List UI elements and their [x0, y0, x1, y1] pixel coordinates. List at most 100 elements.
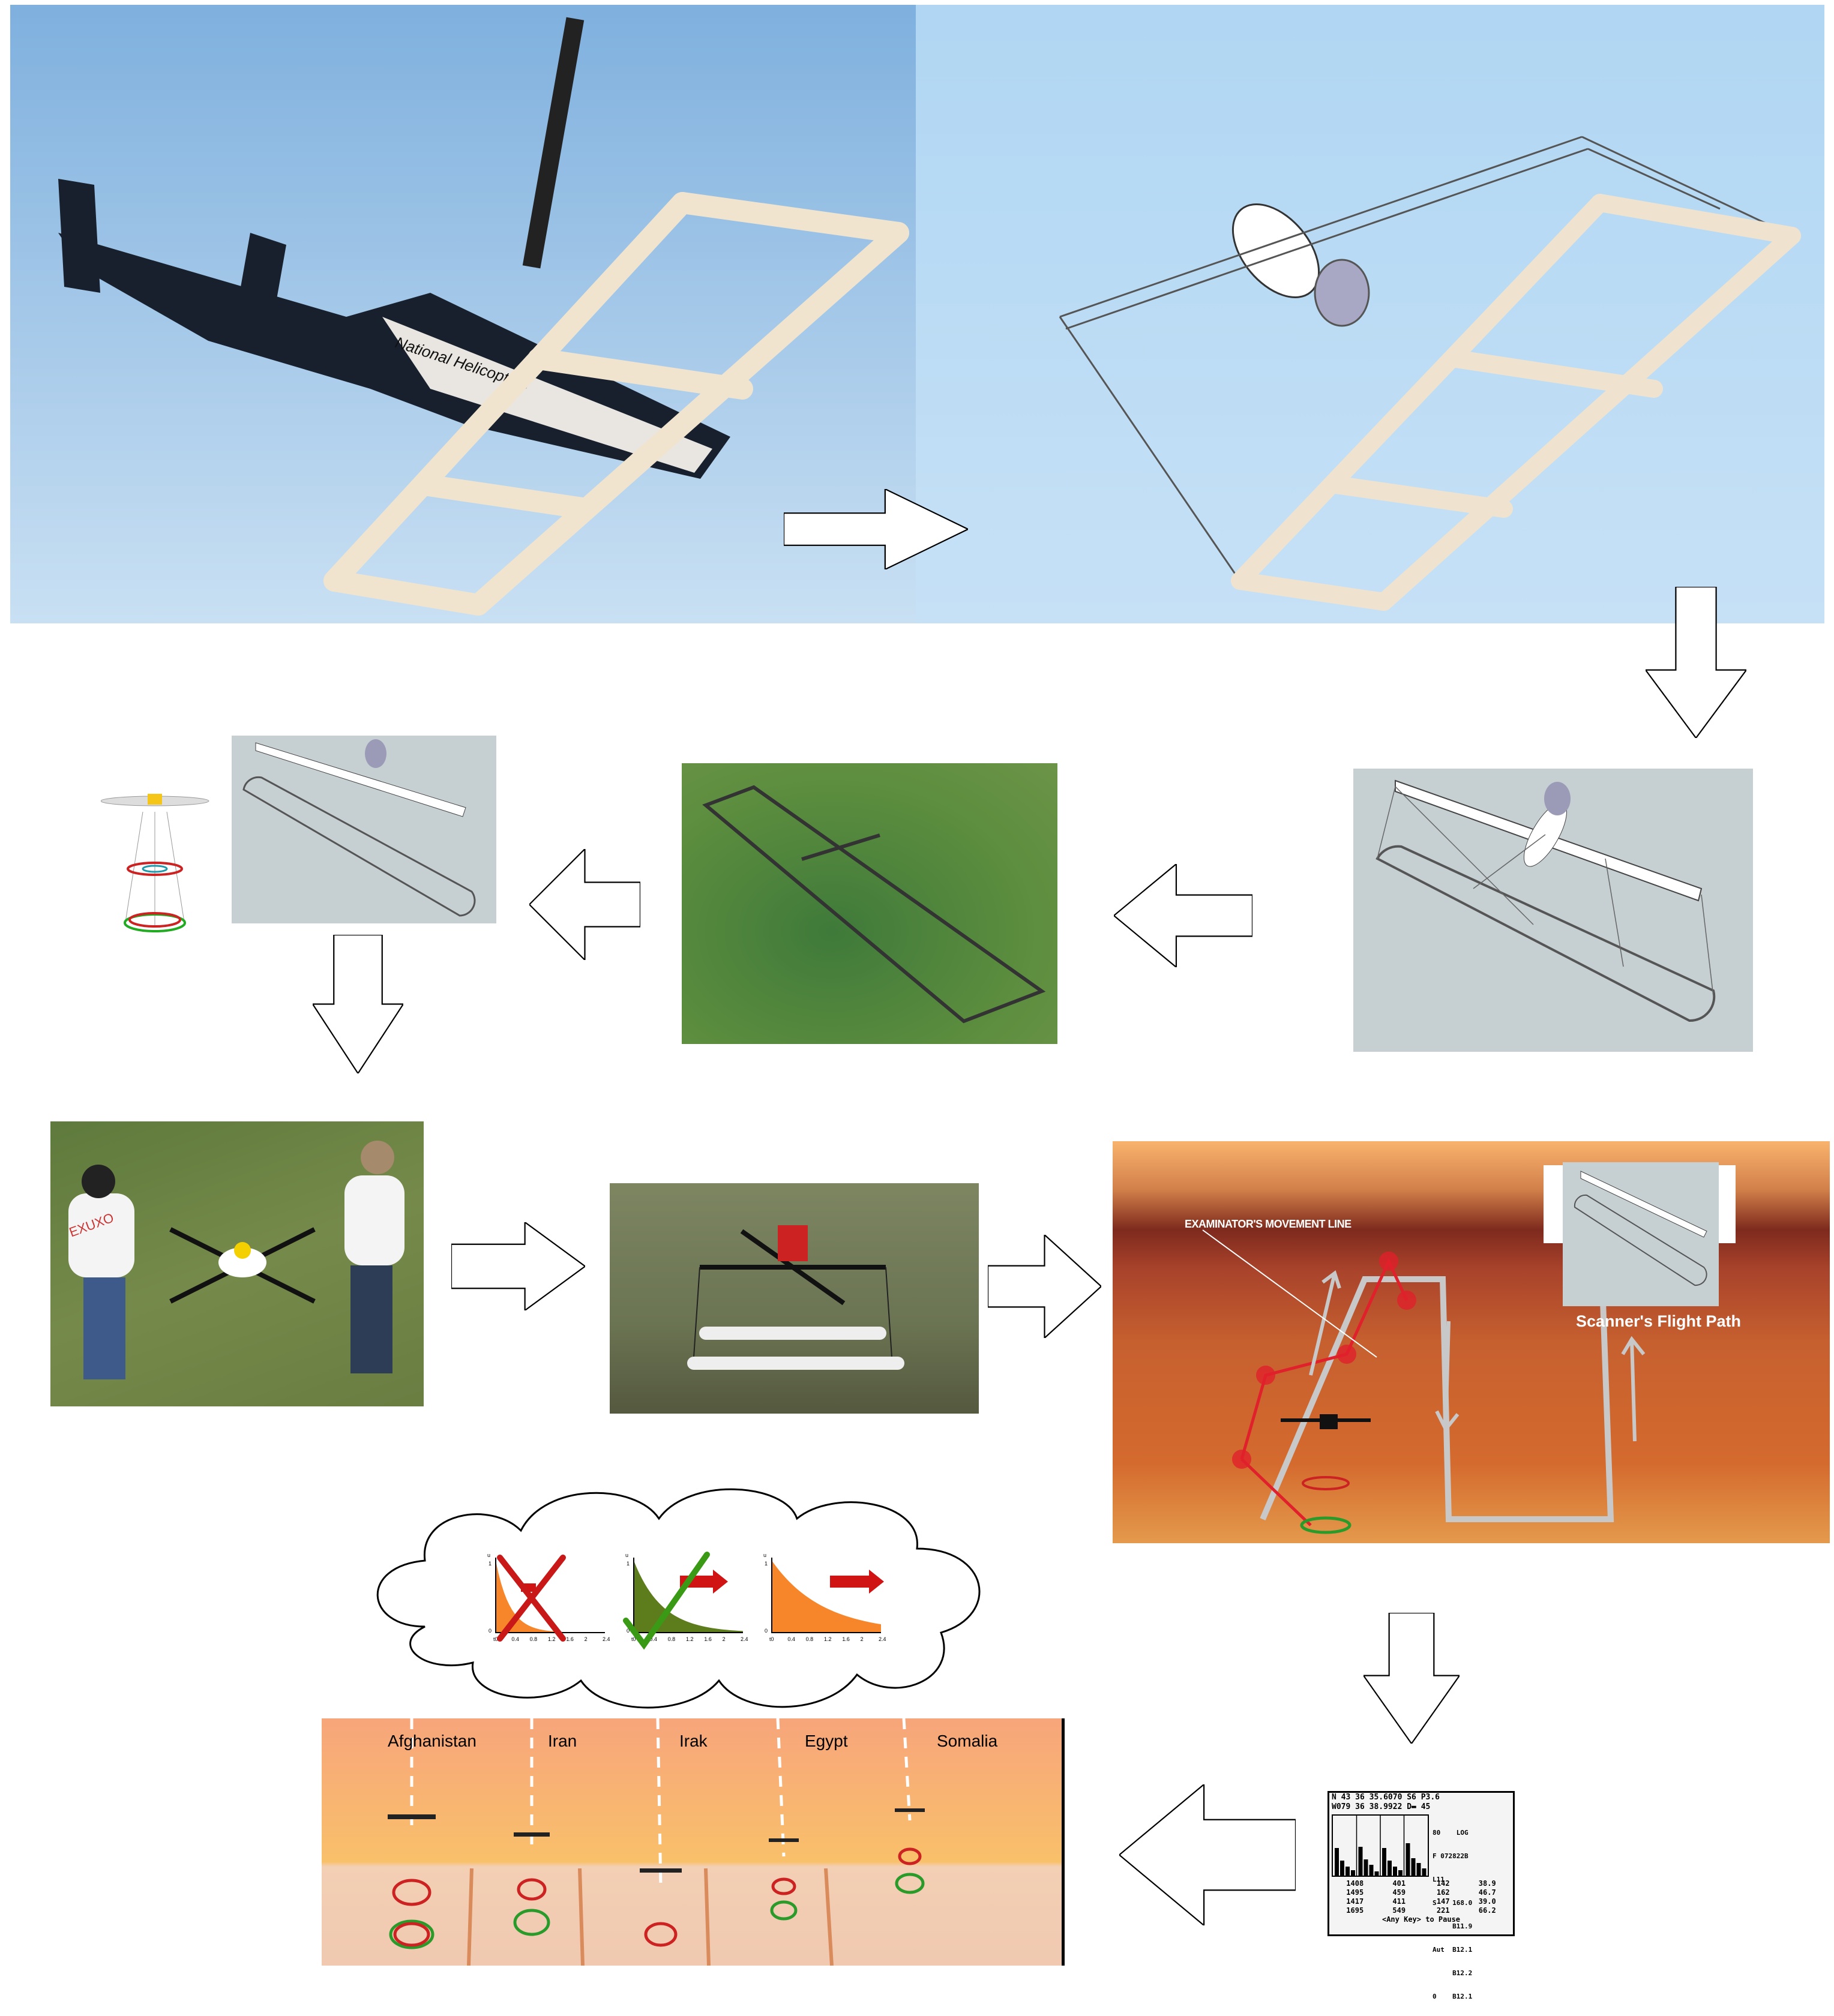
country-label-egypt: Egypt [805, 1732, 848, 1750]
frame-sketch-overlay [916, 5, 1824, 623]
country-label-afghanistan: Afghanistan [388, 1732, 477, 1750]
side-line: L11 [1433, 1876, 1445, 1883]
chart-axes [495, 1558, 605, 1633]
signal-bar [1382, 1848, 1386, 1876]
x-tick-label: 2 [861, 1636, 864, 1642]
arrow-down-icon [1363, 1613, 1460, 1744]
y-axis-label: u [487, 1552, 490, 1558]
screen-table-cell: 1695 [1346, 1906, 1364, 1915]
side-line: S 168.0 [1433, 1899, 1473, 1907]
x-tick-label: 2 [723, 1636, 726, 1642]
scanner-flight-path-label: Scanner's Flight Path [1576, 1312, 1741, 1330]
signal-bar [1416, 1863, 1421, 1876]
grass-frame-photo [682, 763, 1057, 1044]
x-tick-label: 1.2 [548, 1636, 556, 1642]
signal-bar [1335, 1848, 1339, 1876]
x-tick-label: 2.4 [741, 1636, 748, 1642]
accept-check-icon [623, 1552, 710, 1650]
screen-table-cell: 549 [1392, 1906, 1406, 1915]
side-line: B12.2 [1433, 1969, 1473, 1977]
x-tick-label: 0.4 [649, 1636, 657, 1642]
screen-table-cell: 162 [1436, 1888, 1450, 1897]
x-tick-label: 0.4 [511, 1636, 519, 1642]
signal-bar [1358, 1847, 1363, 1876]
x-tick-label: 0.8 [668, 1636, 676, 1642]
y-tick-label: 0 [765, 1628, 768, 1634]
signal-bar [1398, 1870, 1403, 1876]
arrow-left-icon [1119, 1784, 1296, 1925]
screen-bar-graph [1332, 1814, 1429, 1877]
arrow-right-icon [988, 1235, 1101, 1338]
screen-table-cell: 459 [1392, 1888, 1406, 1897]
screen-table-cell: 401 [1392, 1879, 1406, 1888]
screen-table-cell: 38.9 [1478, 1879, 1496, 1888]
side-line: 0 B12.1 [1433, 1993, 1473, 2000]
screen-footer: <Any Key> to Pause [1382, 1915, 1461, 1924]
x-tick-label: 0.8 [530, 1636, 538, 1642]
x-tick-label: 1.6 [704, 1636, 712, 1642]
screen-table-cell: 66.2 [1478, 1906, 1496, 1915]
x-tick-label: 2 [585, 1636, 588, 1642]
screen-table-cell: 1417 [1346, 1897, 1364, 1906]
x-tick-label: 2.4 [879, 1636, 886, 1642]
signal-bar [1374, 1871, 1379, 1876]
y-tick-label: 1 [627, 1561, 630, 1567]
drone-with-frame-photo [610, 1183, 979, 1414]
arrow-right-icon [784, 489, 968, 569]
y-axis-label: u [763, 1552, 766, 1558]
flight-path-diagram: EXAMINATOR'S MOVEMENT LINE Scanner's Fli… [1113, 1141, 1830, 1543]
arrow-down-icon [313, 935, 403, 1073]
signal-bar [1369, 1865, 1374, 1876]
x-tick-label: t0 [631, 1636, 636, 1642]
country-label-somalia: Somalia [937, 1732, 998, 1750]
screen-table-cell: 39.0 [1478, 1897, 1496, 1906]
x-tick-label: 1.2 [686, 1636, 694, 1642]
frame-sketch-small [232, 736, 496, 923]
examiner-movement-label: EXAMINATOR'S MOVEMENT LINE [1185, 1218, 1351, 1230]
y-tick-label: 1 [765, 1561, 768, 1567]
arrow-left-icon [529, 849, 640, 960]
frame-sketch-large [1353, 769, 1753, 1052]
signal-bar [1345, 1867, 1350, 1876]
arrow-down-icon [1646, 587, 1746, 738]
x-tick-label: 2.4 [603, 1636, 610, 1642]
x-tick-label: t0 [493, 1636, 498, 1642]
side-line: 80 LOG [1433, 1829, 1469, 1837]
x-tick-label: 1.6 [842, 1636, 850, 1642]
y-tick-label: 0 [627, 1628, 630, 1634]
decay-area [634, 1561, 743, 1633]
team-photo: EXUXO [50, 1121, 424, 1406]
decay-area [772, 1561, 881, 1633]
screen-table-cell: 147 [1436, 1897, 1450, 1906]
x-tick-label: 1.2 [824, 1636, 832, 1642]
country-label-irak: Irak [679, 1732, 708, 1750]
screen-table-cell: 46.7 [1478, 1888, 1496, 1897]
signal-bar [1351, 1870, 1355, 1876]
side-line: B11.9 [1433, 1922, 1473, 1930]
signal-bar [1411, 1858, 1416, 1876]
arrow-left-icon [1114, 864, 1252, 967]
signal-bar [1422, 1868, 1427, 1876]
screen-table-cell: 221 [1436, 1906, 1450, 1915]
signal-bar [1363, 1859, 1368, 1876]
reject-cross-icon [497, 1555, 566, 1642]
y-tick-label: 0 [489, 1628, 492, 1634]
screen-line-2: W079 36 38.9922 D▬ 45 [1332, 1802, 1431, 1811]
screen-table-cell: 1495 [1346, 1888, 1364, 1897]
screen-table-row: 1417 411 147 39.0 [1333, 1897, 1509, 1906]
signal-bar [1406, 1843, 1410, 1876]
screen-table-cell: 411 [1392, 1897, 1406, 1906]
x-tick-label: 0.8 [806, 1636, 814, 1642]
signal-bar [1388, 1861, 1392, 1876]
screen-table-row: 1695 549 221 66.2 [1333, 1906, 1509, 1915]
helicopter-photo: National Helicopters [10, 5, 916, 623]
screen-table-cell: 1408 [1346, 1879, 1364, 1888]
x-tick-label: t0 [769, 1636, 774, 1642]
screen-table-row: 1495 459 162 46.7 [1333, 1888, 1509, 1897]
detector-screen: N 43 36 35.6070 S6 P3.6 W079 36 38.9922 … [1327, 1791, 1515, 2000]
